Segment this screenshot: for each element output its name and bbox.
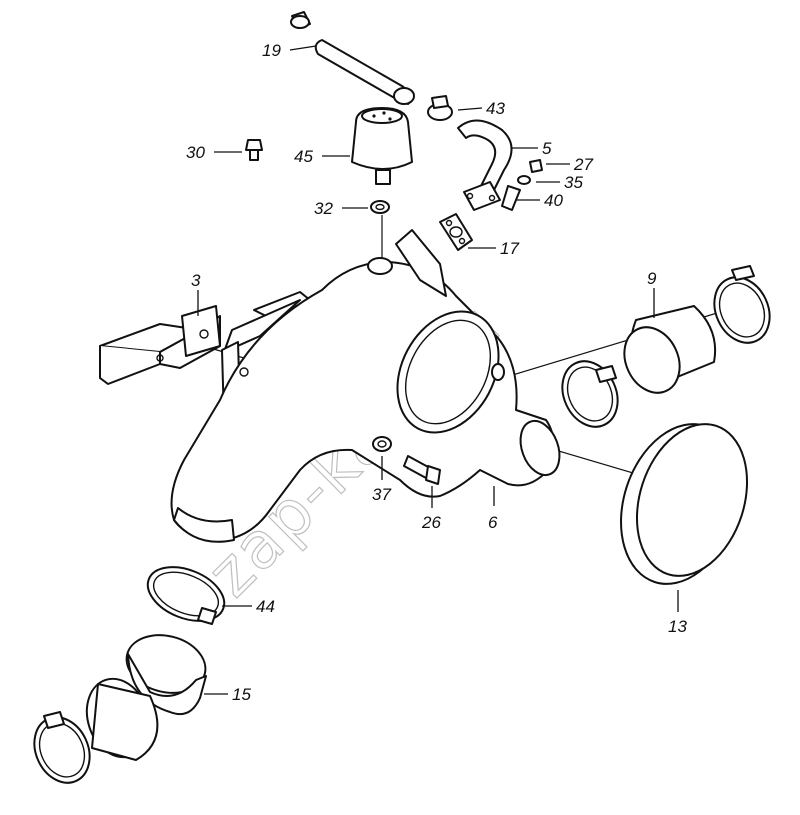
part-9-sleeve [561, 265, 771, 428]
callout-40: 40 [544, 191, 563, 210]
part-40-stud [501, 185, 521, 211]
part-5-tube [457, 119, 513, 211]
part-32-washer [370, 200, 390, 214]
part-43-clamp [427, 95, 453, 121]
part-30-bolt [245, 139, 263, 161]
part-6-housing [170, 229, 561, 543]
callout-3: 3 [191, 271, 201, 290]
leader-19 [289, 45, 317, 51]
part-35-washer [517, 175, 531, 185]
part-3-bracket [99, 305, 221, 385]
callout-15: 15 [232, 685, 251, 704]
part-19-hose [290, 11, 415, 105]
callout-26: 26 [421, 513, 441, 532]
callout-32: 32 [314, 199, 333, 218]
callout-19: 19 [262, 41, 281, 60]
part-26-bolt [403, 455, 441, 485]
callout-45: 45 [294, 147, 313, 166]
part-13-cap [620, 423, 749, 585]
part-17-gasket [439, 213, 473, 251]
callout-5: 5 [542, 139, 552, 158]
callout-27: 27 [573, 155, 593, 174]
part-37-washer [372, 436, 392, 452]
part-45-breather [351, 107, 413, 185]
callout-13: 13 [668, 617, 687, 636]
leader-43 [457, 107, 483, 111]
callout-30: 30 [186, 143, 205, 162]
callout-35: 35 [564, 173, 583, 192]
callout-43: 43 [486, 99, 505, 118]
callout-17: 17 [500, 239, 519, 258]
part-27-nut [529, 159, 543, 173]
callout-6: 6 [488, 513, 498, 532]
part-15-elbow [33, 634, 207, 784]
callout-44: 44 [256, 597, 275, 616]
part-44-clamp [146, 566, 226, 625]
callout-37: 37 [372, 485, 391, 504]
callout-9: 9 [647, 269, 657, 288]
